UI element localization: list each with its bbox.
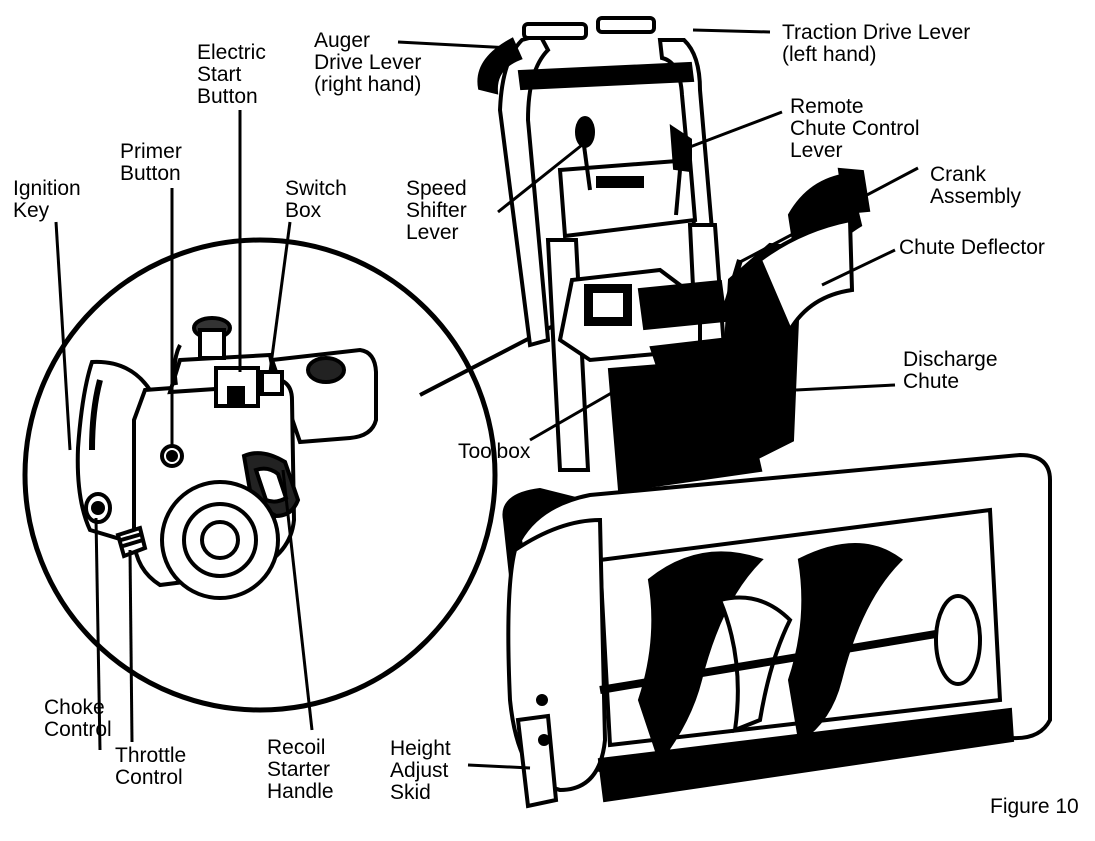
label-choke-control: Choke Control (44, 696, 112, 741)
leader-chute-deflector (821, 248, 896, 287)
leader-traction-drive (692, 28, 771, 34)
label-crank-assembly: Crank Assembly (930, 163, 1022, 208)
leader-crank (739, 166, 919, 264)
figure-caption: Figure 10 (990, 795, 1079, 818)
leader-toolbox (529, 363, 661, 442)
leader-throttle (128, 549, 134, 743)
leader-ignition (54, 221, 72, 451)
label-auger-drive-lever: Auger Drive Lever (right hand) (314, 29, 422, 96)
label-discharge-chute: Discharge Chute (903, 348, 998, 393)
label-chute-deflector: Chute Deflector (899, 236, 1045, 259)
leader-choke (94, 517, 102, 751)
engine-detail-inset (22, 237, 556, 713)
leader-recoil (281, 469, 314, 731)
label-toolbox: Toolbox (458, 440, 531, 463)
leader-lines (54, 28, 919, 770)
engine-illustration (75, 316, 378, 600)
snowblower-illustration (477, 16, 1052, 809)
label-remote-chute-control-lever: Remote Chute Control Lever (790, 95, 920, 162)
label-primer-button: Primer Button (120, 140, 182, 185)
leader-height-adjust (467, 763, 531, 770)
leader-discharge (795, 383, 896, 392)
label-traction-drive-lever: Traction Drive Lever (left hand) (782, 21, 971, 66)
leader-speed-shifter (497, 143, 583, 214)
leader-switch-box (268, 221, 292, 373)
label-ignition-key: Ignition Key (13, 177, 81, 222)
label-recoil-starter-handle: Recoil Starter Handle (267, 736, 334, 803)
label-switch-box: Switch Box (285, 177, 347, 222)
leader-auger-drive (397, 40, 513, 50)
leader-remote-chute (681, 110, 783, 152)
label-height-adjust-skid: Height Adjust Skid (390, 737, 451, 804)
label-speed-shifter-lever: Speed Shifter Lever (406, 177, 467, 244)
label-throttle-control: Throttle Control (115, 744, 187, 789)
label-electric-start-button: Electric Start Button (197, 41, 266, 108)
